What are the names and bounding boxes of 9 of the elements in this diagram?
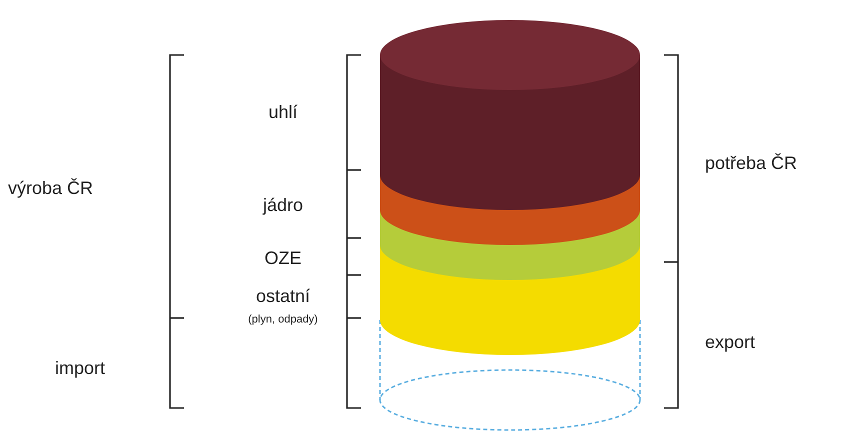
bracket-label: import bbox=[55, 357, 106, 379]
layer-note: (plyn, odpady) bbox=[248, 314, 318, 326]
layer-label: OZE bbox=[264, 247, 302, 269]
bracket-label: výroba ČR bbox=[8, 177, 94, 199]
layer-label: jádro bbox=[262, 194, 304, 216]
layer-label: ostatní bbox=[256, 285, 310, 307]
layer-label: uhlí bbox=[268, 101, 298, 123]
bracket-label: export bbox=[705, 331, 756, 353]
bracket-label: potřeba ČR bbox=[705, 152, 798, 174]
